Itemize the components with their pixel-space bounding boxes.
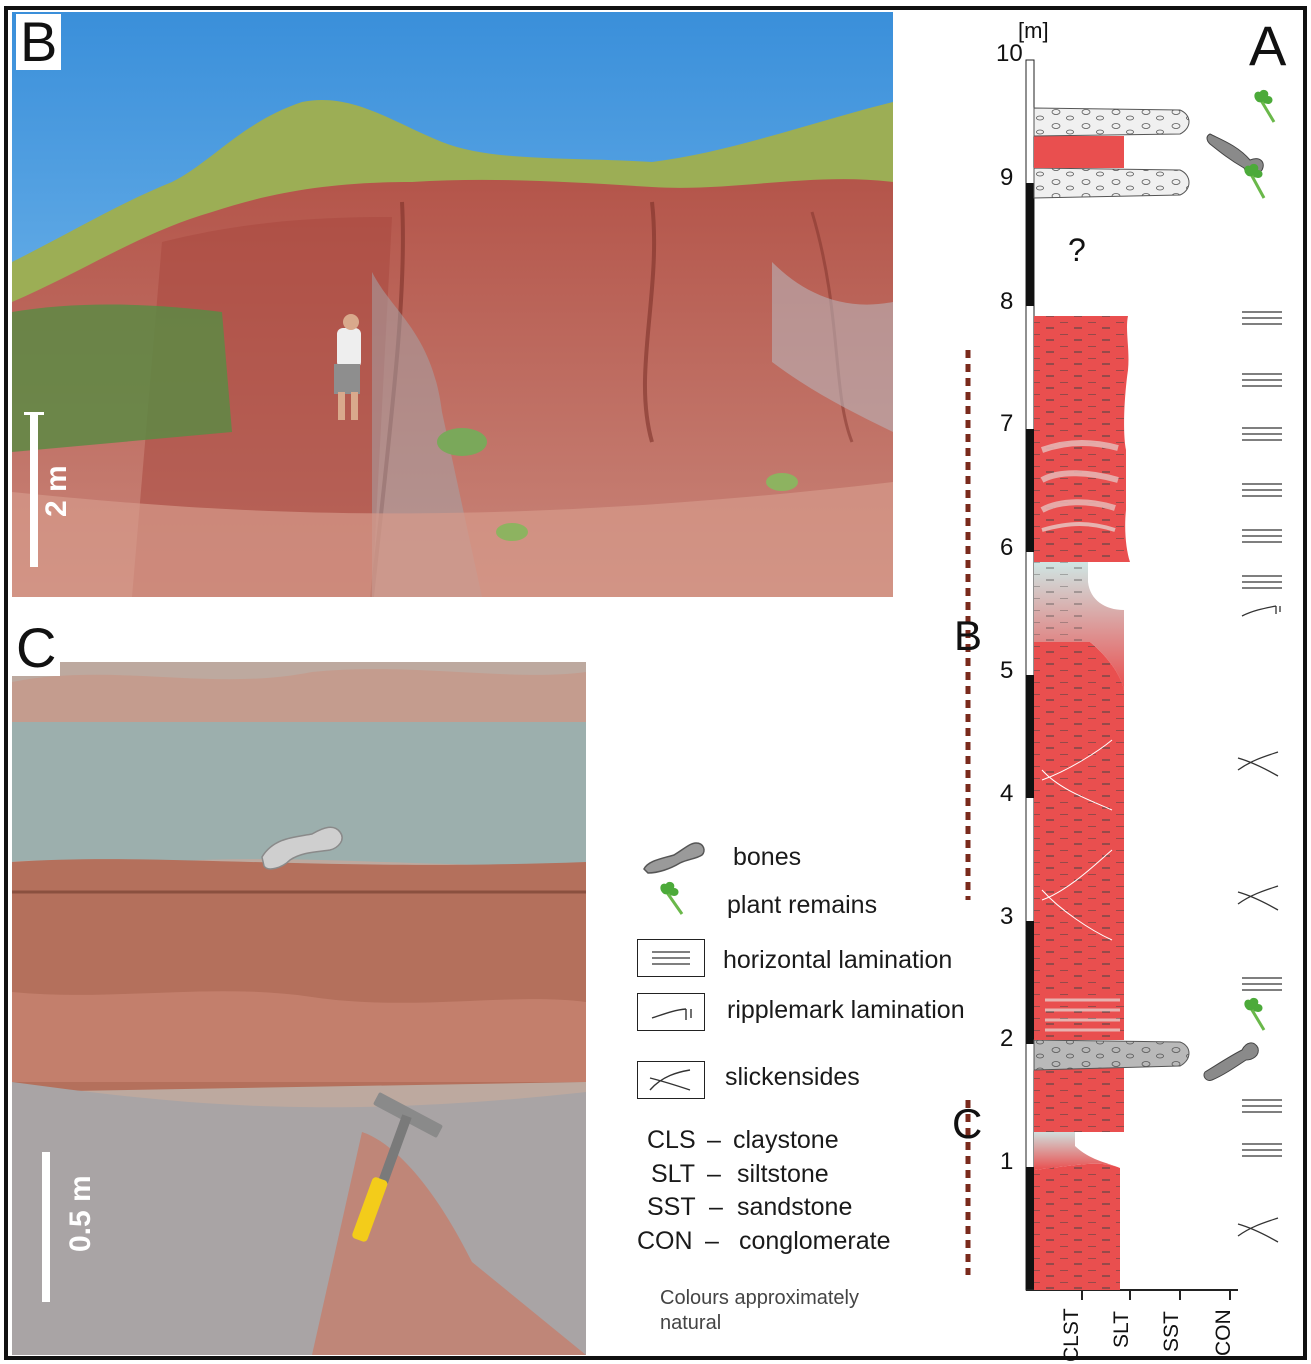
grain-label-con: CON bbox=[1212, 1309, 1235, 1356]
legend-label-plant-remains: plant remains bbox=[727, 891, 878, 919]
scale-bar-b bbox=[30, 412, 38, 567]
column-tick-8: 8 bbox=[1000, 288, 1014, 315]
abbr-meaning-con: conglomerate bbox=[739, 1227, 891, 1255]
abbr-code-cls: CLS bbox=[647, 1126, 696, 1154]
panel-letter-b: B bbox=[16, 14, 62, 70]
legend-plant-icon bbox=[660, 881, 684, 915]
column-tick-9: 9 bbox=[1000, 164, 1014, 191]
abbr-dash-con: – bbox=[705, 1227, 719, 1255]
outcrop-closeup-illustration bbox=[12, 662, 586, 1355]
plant-icon-top bbox=[1254, 89, 1276, 123]
column-tick-6: 6 bbox=[1000, 534, 1014, 561]
legend-ripplemark-lamination-box bbox=[637, 993, 705, 1031]
plant-icon-2m bbox=[1244, 997, 1266, 1031]
column-tick-3: 3 bbox=[1000, 903, 1014, 930]
abbr-dash-slt: – bbox=[707, 1160, 721, 1188]
photo-c-outcrop: 0.5 m bbox=[12, 662, 586, 1355]
legend-label-ripplemark-lamination: ripplemark lamination bbox=[727, 996, 965, 1024]
column-tick-1: 1 bbox=[1000, 1148, 1014, 1175]
ripplemark-lamination-icon bbox=[651, 1008, 692, 1020]
grain-label-sst: SST bbox=[1160, 1311, 1183, 1352]
abbr-code-con: CON bbox=[637, 1227, 693, 1255]
legend-slickensides-box bbox=[637, 1061, 705, 1099]
column-tick-10: 10 bbox=[996, 40, 1023, 67]
scale-bar-b-label: 2 m bbox=[40, 465, 73, 517]
panel-letter-a: A bbox=[1249, 14, 1287, 77]
photo-c-position-marker: C bbox=[952, 1100, 983, 1147]
scale-bar-c bbox=[42, 1152, 50, 1302]
column-tick-5: 5 bbox=[1000, 657, 1014, 684]
grain-label-clst: CLST bbox=[1060, 1308, 1083, 1362]
photo-b-outcrop: 2 m bbox=[12, 12, 893, 597]
horizontal-lamination-icon bbox=[652, 951, 690, 965]
stratigraphic-column bbox=[965, 59, 1282, 1300]
legend-horizontal-lamination-box bbox=[637, 939, 705, 977]
legend-label-slickensides: slickensides bbox=[725, 1063, 860, 1091]
plant-icon-9m bbox=[1244, 163, 1266, 199]
abbr-meaning-cls: claystone bbox=[733, 1126, 839, 1154]
abbr-code-sst: SST bbox=[647, 1193, 696, 1221]
abbr-dash-sst: – bbox=[709, 1193, 723, 1221]
legend-label-horizontal-lamination: horizontal lamination bbox=[723, 946, 953, 974]
column-tick-4: 4 bbox=[1000, 780, 1014, 807]
panel-letter-c: C bbox=[12, 620, 61, 676]
photo-b-position-marker: B bbox=[954, 612, 983, 659]
colour-note: Colours approximately natural bbox=[660, 1287, 859, 1334]
lamination-symbols bbox=[1242, 311, 1282, 1157]
slickensides-icon bbox=[649, 1069, 691, 1091]
legend-bone-icon bbox=[643, 842, 705, 874]
abbr-code-slt: SLT bbox=[651, 1160, 695, 1188]
abbr-meaning-sst: sandstone bbox=[737, 1193, 853, 1221]
abbr-meaning-slt: siltstone bbox=[737, 1160, 829, 1188]
unknown-interval-mark: ? bbox=[1068, 232, 1086, 268]
grain-label-slt: SLT bbox=[1110, 1311, 1133, 1348]
abbr-dash-cls: – bbox=[707, 1126, 721, 1154]
column-unit-label: [m] bbox=[1018, 18, 1049, 43]
scale-bar-b-ticks bbox=[24, 412, 44, 415]
legend-label-bones: bones bbox=[733, 843, 802, 871]
column-tick-7: 7 bbox=[1000, 410, 1014, 437]
column-tick-2: 2 bbox=[1000, 1025, 1014, 1052]
outcrop-photo-illustration bbox=[12, 12, 893, 597]
scale-bar-c-label: 0.5 m bbox=[64, 1175, 97, 1252]
